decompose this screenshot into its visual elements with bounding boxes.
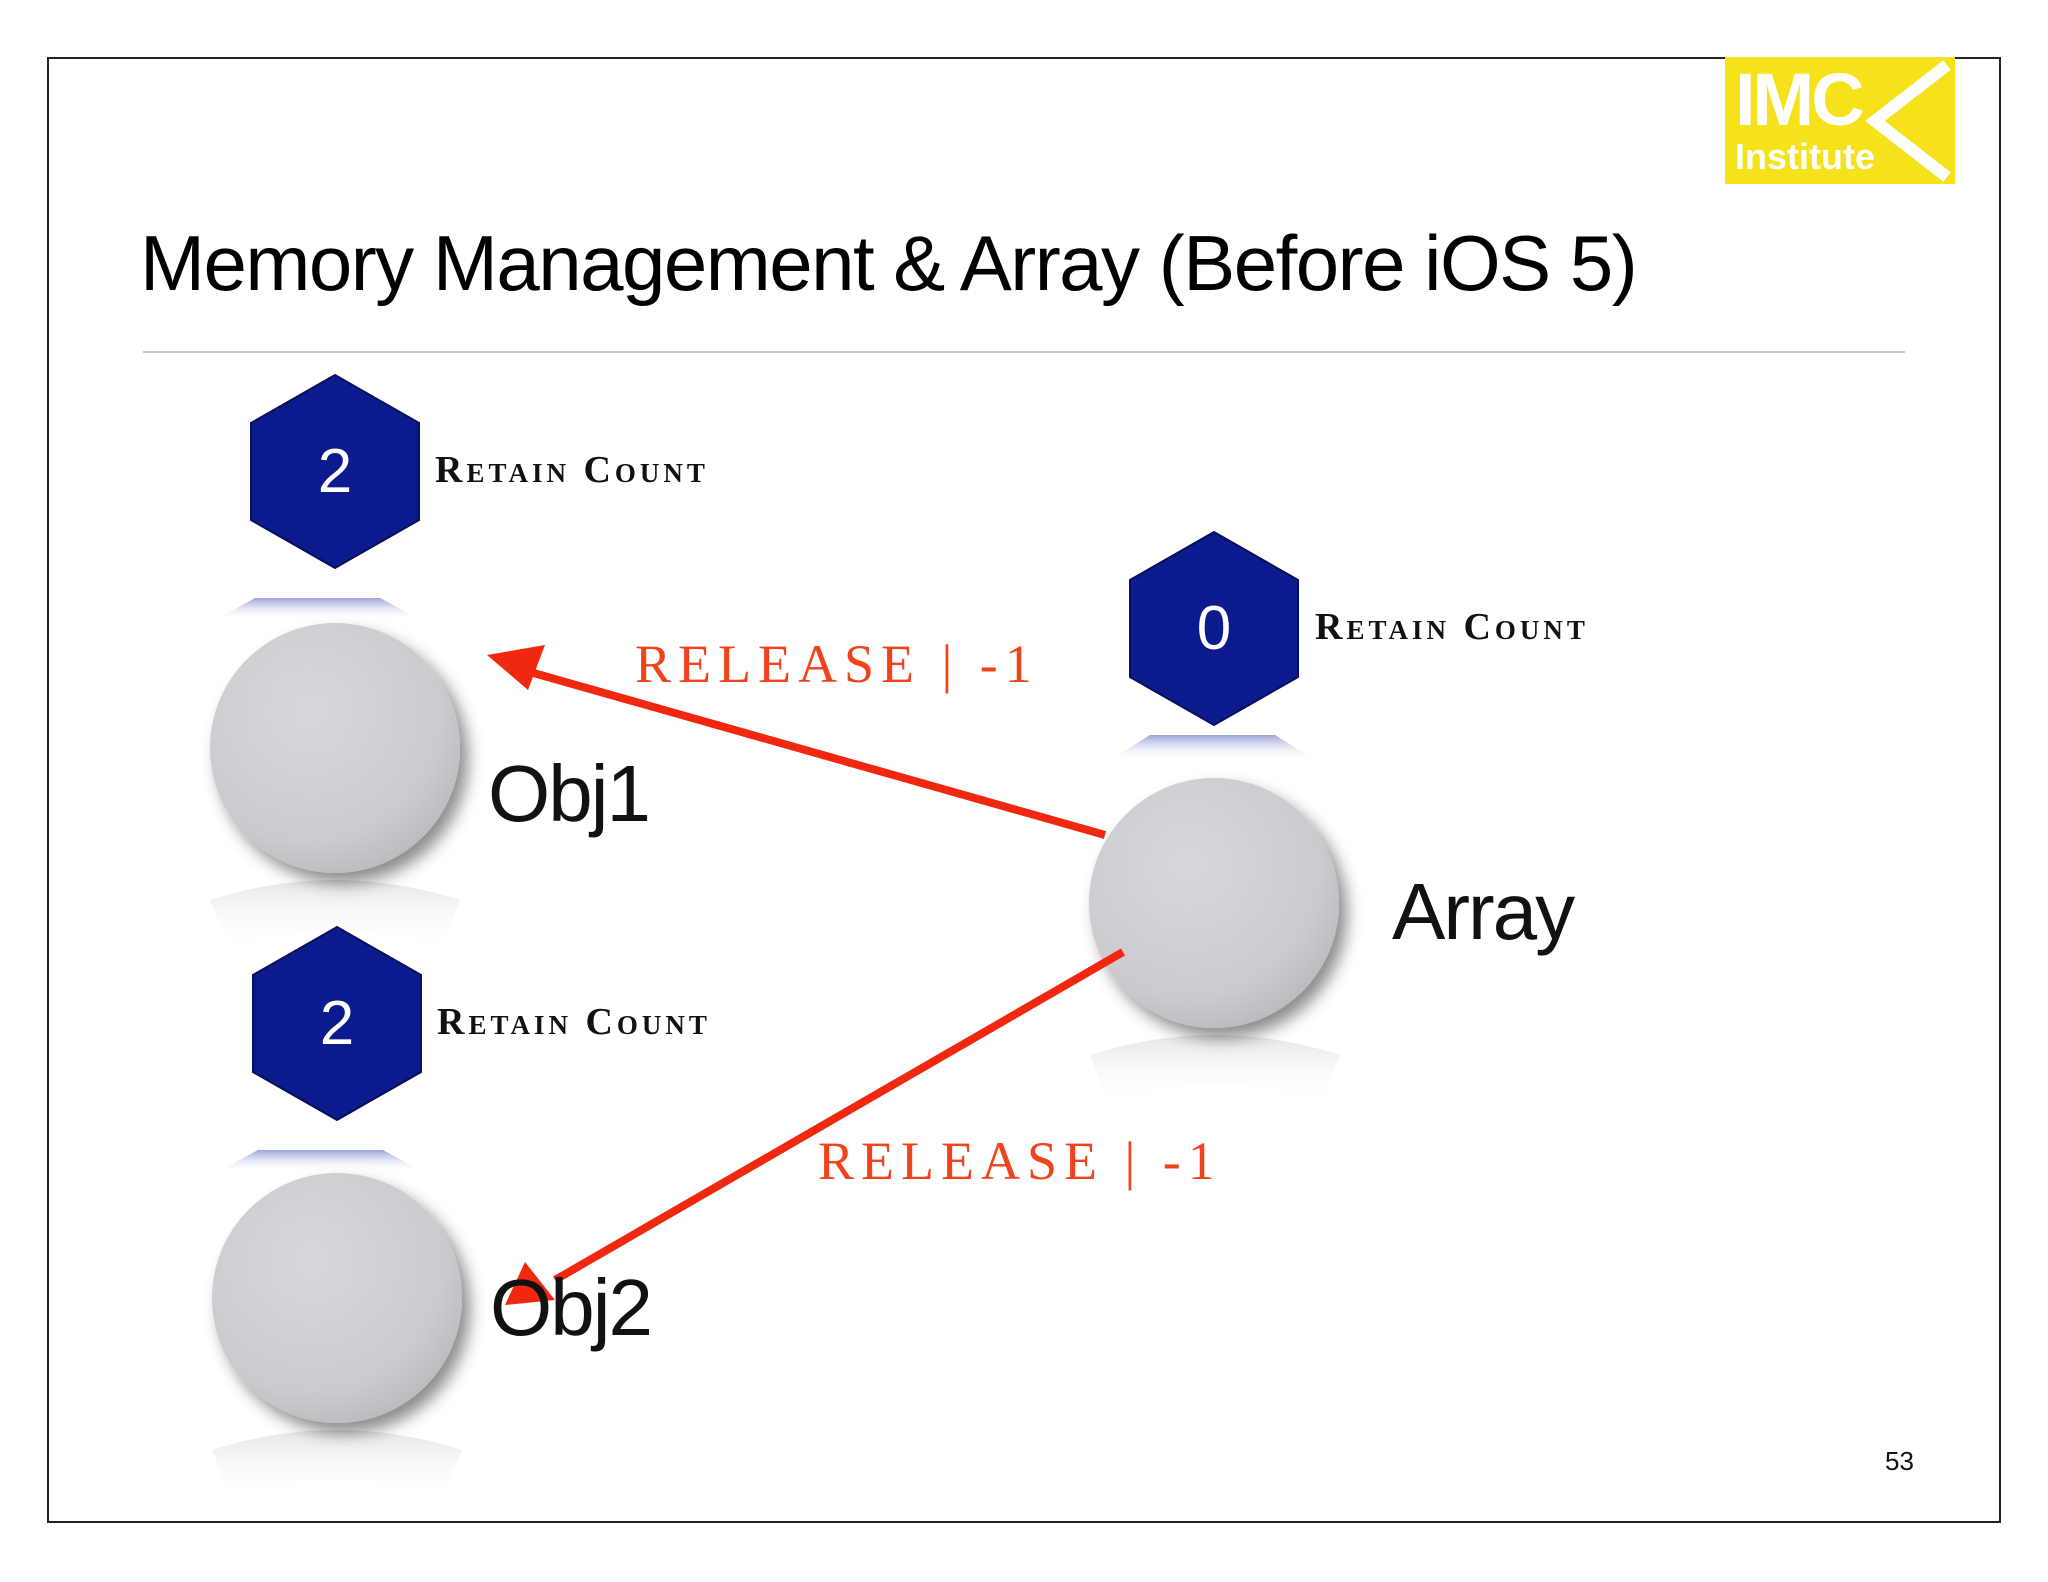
obj1-reflection [210,880,460,950]
array-reflection [1090,1035,1340,1105]
obj2-node [212,925,462,1500]
page-number: 53 [1885,1446,1914,1476]
obj2-reflection [212,1430,462,1500]
array-node [1089,530,1340,1105]
logo-chevron-icon [1865,60,1951,182]
obj2-pedestal [218,1150,423,1172]
obj1-retain-label: Retain Count [435,449,709,491]
title-divider [143,351,1905,353]
obj1-label: Obj1 [488,749,651,838]
obj1-node [210,373,460,950]
obj2-retain-label: Retain Count [437,1001,711,1043]
array-hexagon [1129,530,1299,727]
logo-main-text: IMC [1735,58,1865,141]
imc-institute-logo: IMC Institute [1725,57,1955,184]
logo-sub-text: Institute [1735,136,1875,177]
array-retain-count: 0 [1196,594,1232,663]
obj2-hexagon [252,925,422,1122]
release-arrow-obj1 [487,645,1107,839]
obj1-hexagon [250,373,420,570]
array-circle [1089,778,1339,1028]
release-label-obj2: RELEASE | -1 [818,1131,1222,1191]
release-label-obj1: RELEASE | -1 [635,634,1039,694]
array-label: Array [1392,867,1575,956]
array-pedestal [1110,735,1315,760]
obj2-circle [212,1173,462,1423]
release-arrow-obj2 [505,948,1126,1305]
obj1-circle [210,623,460,873]
array-retain-label: Retain Count [1315,606,1589,648]
slide-title: Memory Management & Array (Before iOS 5) [140,219,1638,307]
obj2-label: Obj2 [490,1263,653,1352]
obj1-pedestal [215,598,420,620]
obj1-retain-count: 2 [317,437,353,506]
obj2-retain-count: 2 [319,989,355,1058]
